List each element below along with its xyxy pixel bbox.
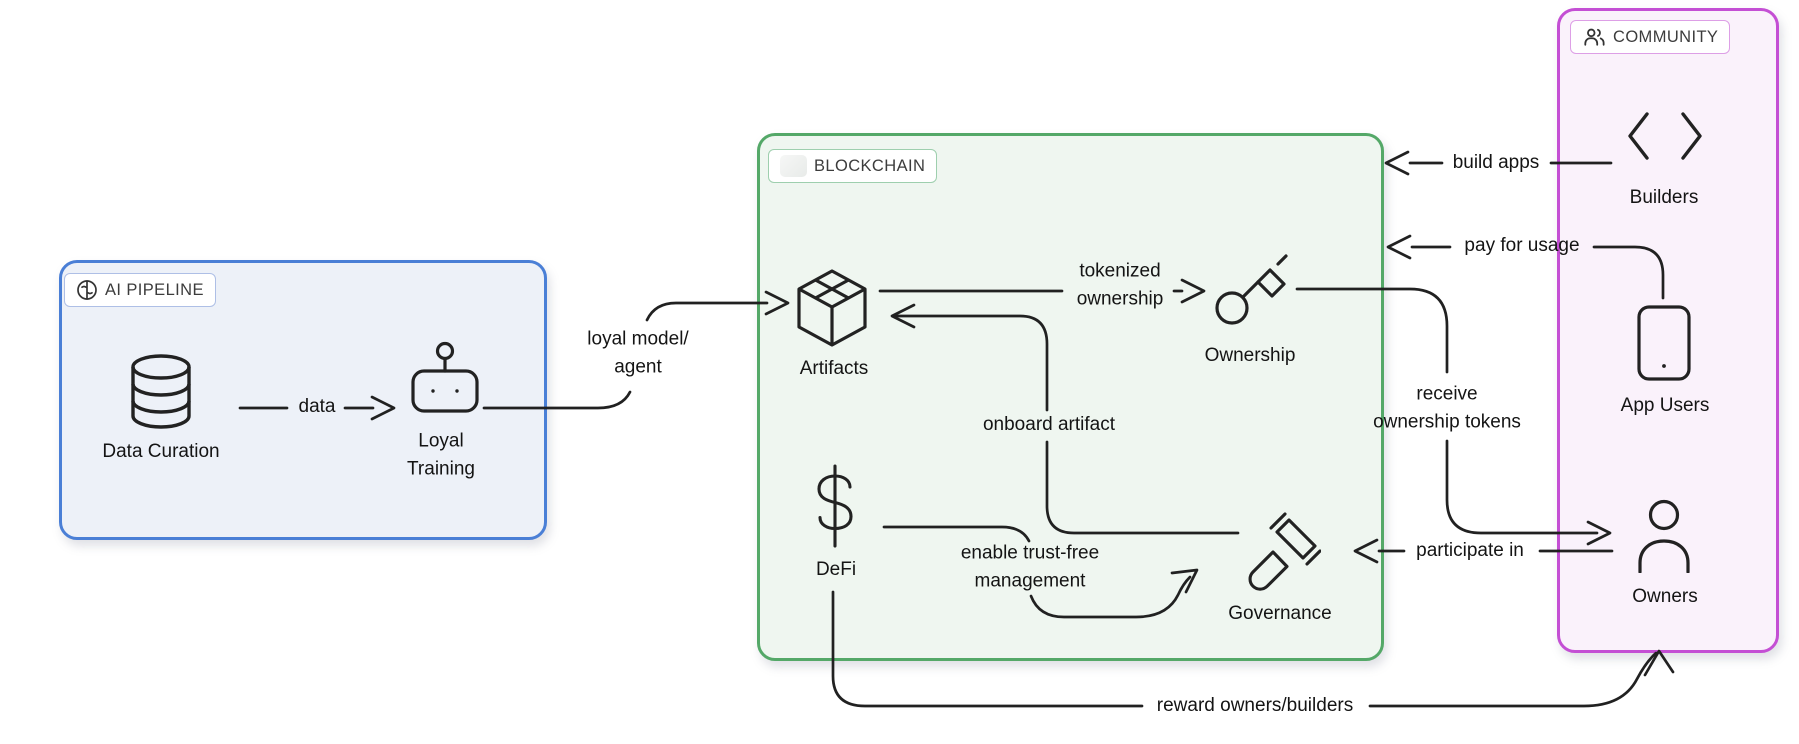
brain-icon: [76, 279, 98, 301]
edge-label-pay-for-usage: pay for usage: [1464, 235, 1580, 257]
edge-receive-ownership-tokens: [1295, 287, 1612, 546]
edge-label-tokenized-ownership: tokenized ownership: [1076, 260, 1164, 309]
node-label-data-curation: Data Curation: [102, 441, 220, 463]
edge-data: [238, 395, 396, 421]
package-icon: [795, 268, 869, 348]
node-label-owners: Owners: [1632, 586, 1698, 608]
edge-label-reward-owners-builders: reward owners/builders: [1156, 695, 1354, 717]
edge-pay-for-usage: [1386, 234, 1665, 300]
ai-pipeline-badge-label: AI PIPELINE: [105, 280, 204, 299]
node-label-artifacts: Artifacts: [799, 358, 869, 380]
ai-pipeline-badge: AI PIPELINE: [64, 273, 216, 307]
node-label-app-users: App Users: [1620, 395, 1710, 417]
blockchain-badge-label: BLOCKCHAIN: [814, 156, 926, 175]
key-icon: [1210, 254, 1290, 330]
edge-label-build-apps: build apps: [1452, 152, 1540, 174]
edge-label-enable-trust-free: enable trust-free management: [960, 542, 1100, 591]
blockchain-badge: BLOCKCHAIN: [768, 149, 938, 183]
edge-loyal-model-agent: [482, 290, 790, 410]
node-label-loyal-training: Loyal Training: [407, 430, 475, 479]
node-label-builders: Builders: [1629, 187, 1699, 209]
node-label-governance: Governance: [1228, 603, 1332, 625]
robot-icon: [410, 341, 480, 415]
edge-label-onboard-artifact: onboard artifact: [982, 414, 1116, 436]
users-icon: [1582, 26, 1606, 48]
gavel-icon: [1239, 512, 1321, 592]
blockchain-icon: [780, 155, 807, 177]
edge-enable-trust-free: [882, 525, 1199, 619]
edge-tokenized-ownership: [878, 278, 1206, 304]
edge-reward-owners-builders: [831, 590, 1675, 708]
person-icon: [1633, 499, 1695, 573]
dollar-icon: [810, 463, 860, 549]
node-label-defi: DeFi: [815, 559, 857, 581]
edge-label-participate-in: participate in: [1416, 540, 1524, 562]
smartphone-icon: [1636, 304, 1692, 382]
edge-label-loyal-model-agent: loyal model/ agent: [587, 328, 689, 377]
edge-label-receive-ownership-tokens: receive ownership tokens: [1373, 383, 1521, 432]
code-icon: [1626, 111, 1704, 161]
database-icon: [126, 353, 196, 431]
community-badge: COMMUNITY: [1570, 20, 1731, 54]
edge-build-apps: [1384, 150, 1613, 176]
edge-label-data: data: [298, 396, 336, 418]
community-badge-label: COMMUNITY: [1613, 27, 1719, 46]
group-community: [1557, 8, 1779, 653]
edge-onboard-artifact: [890, 303, 1240, 535]
edge-participate-in: [1353, 538, 1614, 564]
node-label-ownership: Ownership: [1204, 345, 1296, 367]
